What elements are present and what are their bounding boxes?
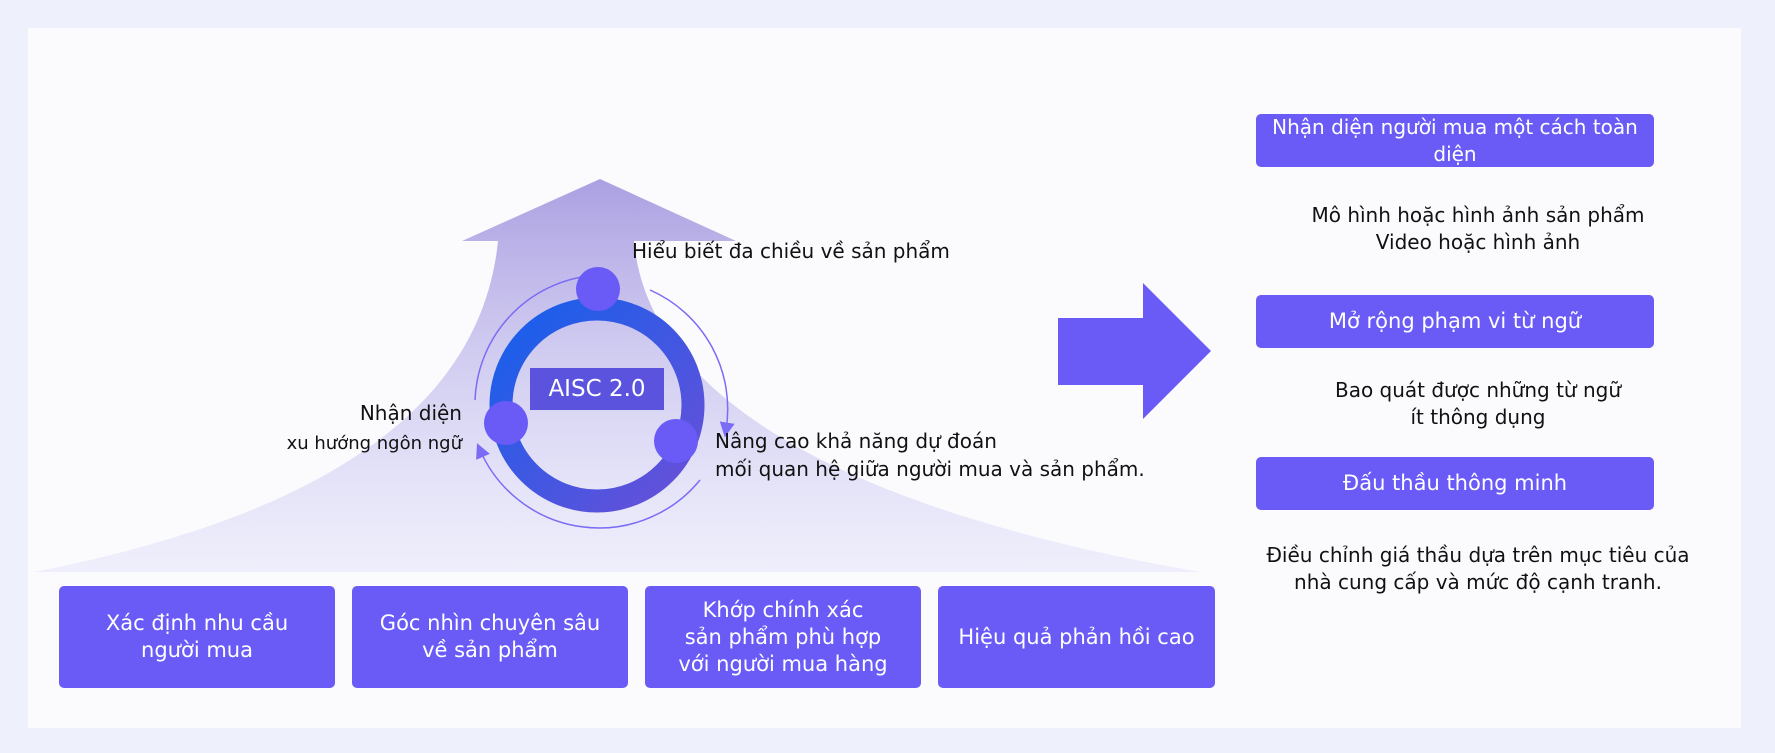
box-line: sản phẩm phù hợp <box>684 624 882 649</box>
box-line: người mua <box>141 638 253 662</box>
cycle-arrow-top <box>474 267 608 401</box>
right-desc-2-line1: Bao quát được những từ ngữ <box>1334 378 1622 402</box>
bottom-box-high-response: Hiệu quả phản hồi cao <box>938 586 1215 688</box>
box-line: Góc nhìn chuyên sâu <box>379 611 601 635</box>
right-desc-1-line1: Mô hình hoặc hình ảnh sản phẩm <box>1311 203 1645 227</box>
right-box-smart-bidding: Đấu thầu thông minh <box>1256 457 1654 510</box>
node-left <box>484 401 528 445</box>
right-arrow-icon <box>1058 283 1211 419</box>
node-top <box>576 267 620 311</box>
box-line: về sản phẩm <box>422 638 558 662</box>
cycle-right-label-1: Nâng cao khả năng dự đoán <box>715 429 997 453</box>
center-label: AISC 2.0 <box>530 368 664 410</box>
box-line: Khớp chính xác <box>702 597 864 622</box>
right-desc-3-line2: nhà cung cấp và mức độ cạnh tranh. <box>1294 570 1662 594</box>
right-desc-2-line2: ít thông dụng <box>1410 405 1546 429</box>
right-box-expand-keywords: Mở rộng phạm vi từ ngữ <box>1256 295 1654 348</box>
box-line: Xác định nhu cầu <box>105 611 289 635</box>
bottom-box-precise-match: Khớp chính xác sản phẩm phù hợp với ngườ… <box>645 586 921 688</box>
cycle-arrow-right <box>649 289 735 438</box>
right-desc-1-line2: Video hoặc hình ảnh <box>1375 230 1581 254</box>
cycle-left-label-1: Nhận diện <box>359 401 462 425</box>
cycle-arrow-bottom <box>476 443 701 529</box>
box-line: với người mua hàng <box>678 651 888 676</box>
cycle-right-label-2: mối quan hệ giữa người mua và sản phẩm. <box>715 457 1145 481</box>
box-line: Hiệu quả phản hồi cao <box>958 624 1195 649</box>
node-right <box>654 419 698 463</box>
bottom-box-product-insight: Góc nhìn chuyên sâu về sản phẩm <box>352 586 628 688</box>
right-box-buyer-recognition: Nhận diện người mua một cách toàn diện <box>1256 114 1654 167</box>
bottom-box-buyer-needs: Xác định nhu cầu người mua <box>59 586 335 688</box>
cycle-left-label-2: xu hướng ngôn ngữ <box>286 433 462 454</box>
right-desc-3-line1: Điều chỉnh giá thầu dựa trên mục tiêu củ… <box>1266 543 1690 567</box>
cycle-top-label: Hiểu biết đa chiều về sản phẩm <box>632 239 950 263</box>
